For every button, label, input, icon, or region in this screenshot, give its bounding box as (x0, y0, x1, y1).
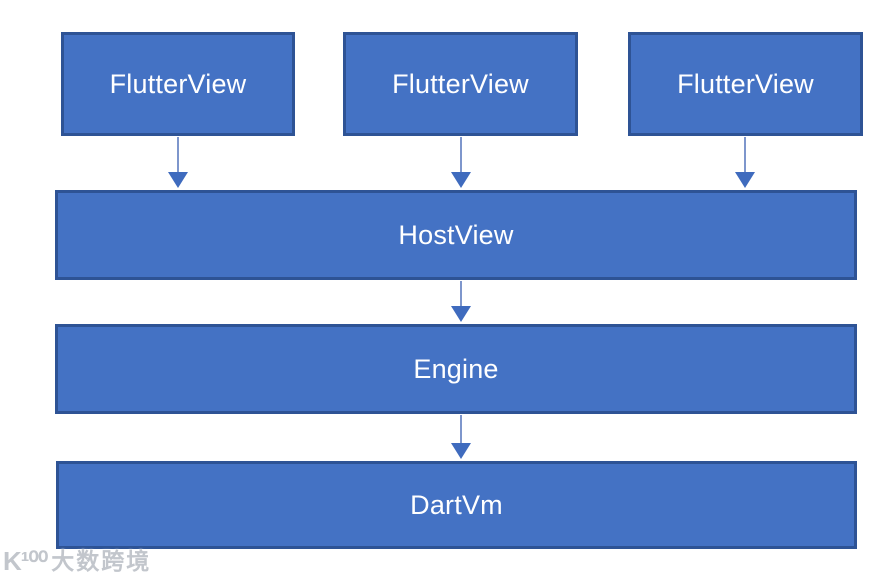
node-dartvm: DartVm (56, 461, 857, 549)
node-hostview: HostView (55, 190, 857, 280)
connector-flutterview2-hostview (451, 137, 471, 188)
watermark-logo-icon: K¹⁰⁰ (3, 546, 48, 576)
connector-flutterview1-hostview (168, 137, 188, 188)
connector-hostview-engine (451, 281, 471, 322)
node-flutterview-3-label: FlutterView (677, 68, 814, 99)
node-engine-label: Engine (413, 353, 499, 384)
arrowhead-down-icon (451, 306, 471, 322)
arrowhead-down-icon (735, 172, 755, 188)
watermark-brand-text: 大数跨境 (51, 547, 152, 574)
connector-flutterview3-hostview (735, 137, 755, 188)
arrowhead-down-icon (451, 443, 471, 459)
arrowhead-down-icon (168, 172, 188, 188)
node-flutterview-2-label: FlutterView (392, 68, 529, 99)
connector-engine-dartvm (451, 415, 471, 459)
node-flutterview-1-label: FlutterView (109, 68, 247, 99)
node-flutterview-1: FlutterView (61, 32, 295, 136)
node-engine: Engine (55, 324, 857, 414)
node-flutterview-3: FlutterView (628, 32, 863, 136)
node-dartvm-label: DartVm (410, 489, 503, 520)
watermark: K¹⁰⁰ 大数跨境 (3, 548, 151, 574)
node-hostview-label: HostView (398, 219, 514, 250)
arrowhead-down-icon (451, 172, 471, 188)
node-flutterview-2: FlutterView (343, 32, 578, 136)
